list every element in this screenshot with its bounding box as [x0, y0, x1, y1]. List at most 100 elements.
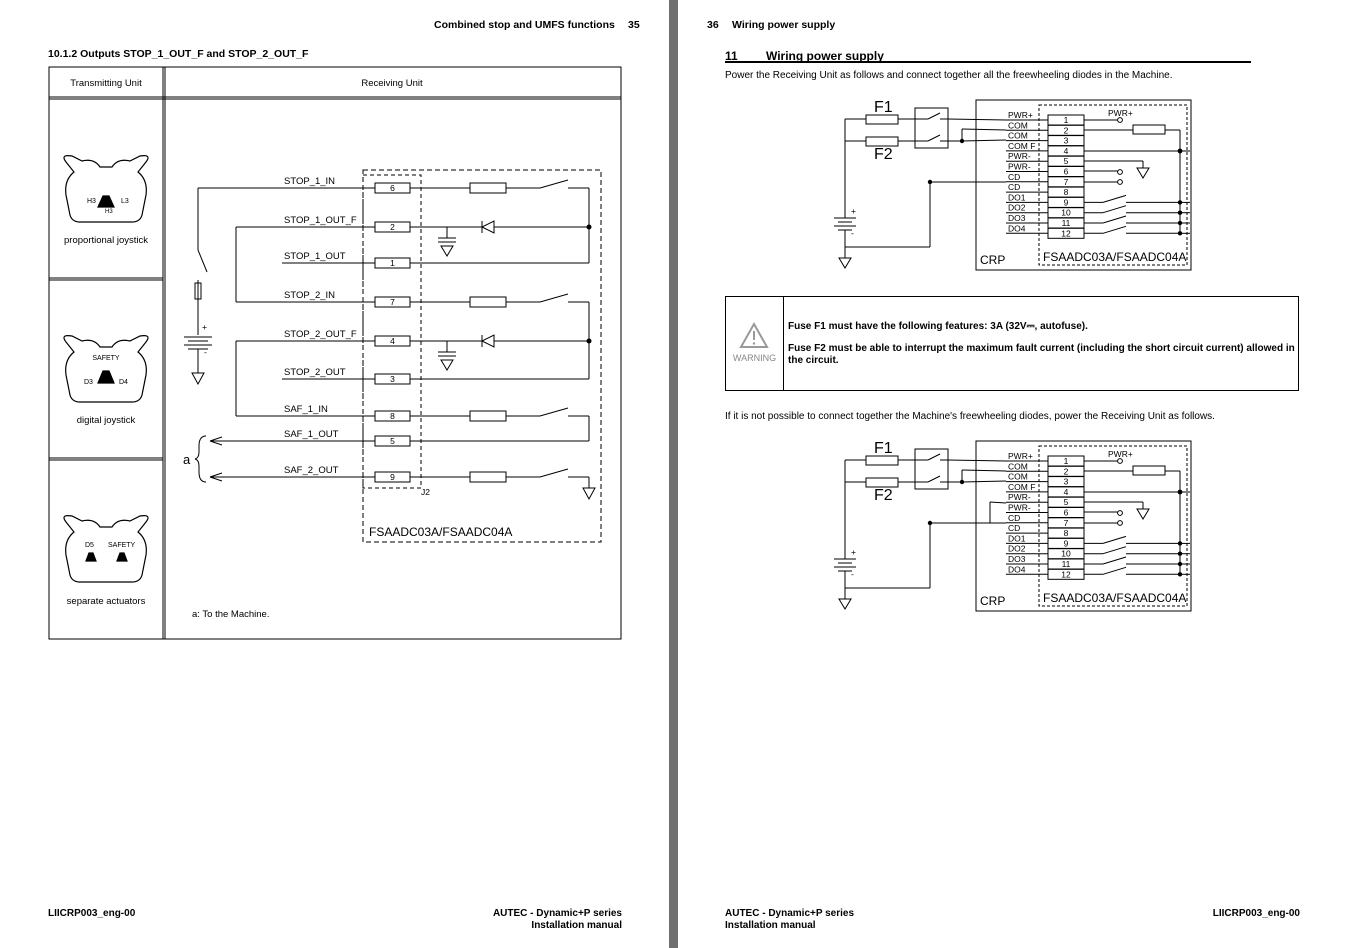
table-frame — [48, 66, 622, 640]
signal-label: STOP_1_OUT — [284, 251, 346, 262]
section-underline — [725, 61, 1251, 63]
right-page: 36 Wiring power supply 11 Wiring power s… — [678, 0, 1347, 948]
pin-label: DO4 — [1008, 564, 1026, 574]
internal-pwr-label: PWR+ — [1108, 449, 1133, 459]
component-box — [1132, 124, 1166, 135]
battery-plus: + — [202, 322, 207, 332]
component-box — [865, 136, 899, 147]
wire — [961, 139, 1007, 142]
connector-pin-box — [374, 182, 411, 194]
component-box — [865, 455, 899, 466]
signal-label: STOP_1_OUT_F — [284, 215, 357, 226]
pin-label: PWR- — [1008, 492, 1031, 502]
connector-pin-number: 3 — [390, 374, 395, 384]
wire — [1102, 225, 1127, 234]
pin-number: 10 — [1061, 208, 1071, 218]
connector-pin-box — [374, 435, 411, 447]
wire — [1102, 215, 1127, 224]
connector-name: J2 — [421, 487, 430, 497]
contact — [1117, 117, 1123, 123]
footer-manual: Installation manual — [531, 920, 622, 931]
connector-pin-number: 8 — [390, 411, 395, 421]
device-label: D5 — [85, 542, 94, 549]
connector-pin-number: 9 — [390, 472, 395, 482]
pin-number: 7 — [1064, 177, 1069, 187]
signal-label: STOP_2_OUT — [284, 367, 346, 378]
col-receiving-header: Receiving Unit — [361, 78, 423, 89]
wire — [927, 112, 941, 120]
warning-box: WARNING Fuse F1 must have the following … — [725, 296, 1299, 391]
wire — [927, 453, 941, 461]
row-label-separate: separate actuators — [67, 596, 146, 607]
battery-plus: + — [851, 547, 856, 557]
footer-doc-code: LIICRP003_eng-00 — [48, 908, 136, 919]
warning-label: WARNING — [732, 353, 777, 363]
connector-pin-number: 7 — [390, 297, 395, 307]
bracket-label: a — [183, 452, 191, 467]
module-name: FSAADC03A/FSAADC04A — [1043, 250, 1186, 264]
wiring-table-diagram: Transmitting Unit Receiving Unit H3 L3 H… — [48, 66, 622, 640]
pin-number: 8 — [1064, 187, 1069, 197]
pin-label: PWR- — [1008, 503, 1031, 513]
digital-joystick-icon — [63, 335, 149, 403]
wire — [947, 118, 1007, 121]
footer-series: AUTEC - Dynamic+P series — [492, 908, 622, 919]
pin-number: 12 — [1061, 228, 1071, 238]
pin-number: 5 — [1064, 156, 1069, 166]
pin-label: CD — [1008, 172, 1020, 182]
wire — [989, 501, 1007, 504]
wire — [947, 459, 1007, 462]
pin-number: 6 — [1064, 167, 1069, 177]
ground-symbol — [1136, 508, 1150, 520]
warning-triangle-icon — [739, 321, 769, 348]
pin-label: COM — [1008, 472, 1028, 482]
row-label-digital: digital joystick — [77, 415, 136, 426]
fuse-f1-label: F1 — [874, 99, 893, 116]
device-label: H3 — [87, 198, 96, 205]
footer-series: AUTEC - Dynamic+P series — [725, 908, 855, 919]
pin-label: PWR+ — [1008, 110, 1033, 120]
pin-label: COM F — [1008, 141, 1035, 151]
section-number: 11 — [725, 49, 738, 63]
pin-number: 5 — [1064, 497, 1069, 507]
module-name: FSAADC03A/FSAADC04A — [1043, 591, 1186, 605]
signal-label: STOP_2_OUT_F — [284, 329, 357, 340]
internal-pwr-label: PWR+ — [1108, 108, 1133, 118]
wire — [961, 480, 1007, 483]
fuse-f2-label: F2 — [874, 487, 893, 504]
connector-pin-number: 1 — [390, 258, 395, 268]
intro-text: Power the Receiving Unit as follows and … — [725, 70, 1173, 81]
battery-minus: - — [204, 347, 207, 357]
connector-pin-number: 4 — [390, 336, 395, 346]
wire — [1102, 566, 1127, 575]
pin-number: 7 — [1064, 518, 1069, 528]
device-label: L3 — [121, 198, 129, 205]
wire — [1102, 535, 1127, 544]
wire — [927, 475, 941, 483]
signal-label: STOP_2_IN — [284, 290, 335, 301]
module-name: FSAADC03A/FSAADC04A — [369, 525, 512, 539]
footer-manual: Installation manual — [725, 920, 816, 931]
contact — [1117, 520, 1123, 526]
contact — [1117, 458, 1123, 464]
pin-label: PWR+ — [1008, 451, 1033, 461]
connector-pin-number: 6 — [390, 183, 395, 193]
signal-label: SAF_2_OUT — [284, 465, 339, 476]
wire — [1102, 194, 1127, 203]
wiring-lines — [184, 179, 596, 501]
junction-dot — [959, 138, 965, 144]
warning-icon-cell: WARNING — [726, 297, 784, 390]
pin-label: DO2 — [1008, 203, 1026, 213]
section-heading: 10.1.2 Outputs STOP_1_OUT_F and STOP_2_O… — [48, 48, 309, 60]
pin-number: 8 — [1064, 528, 1069, 538]
connector-pin-box — [374, 296, 411, 308]
row-label-proportional: proportional joystick — [64, 235, 148, 246]
connector-pin-box — [374, 257, 411, 269]
ground-symbol — [838, 257, 852, 269]
crp-outline — [975, 99, 1192, 271]
page-number: 36 — [707, 19, 719, 31]
pin-number: 1 — [1064, 456, 1069, 466]
